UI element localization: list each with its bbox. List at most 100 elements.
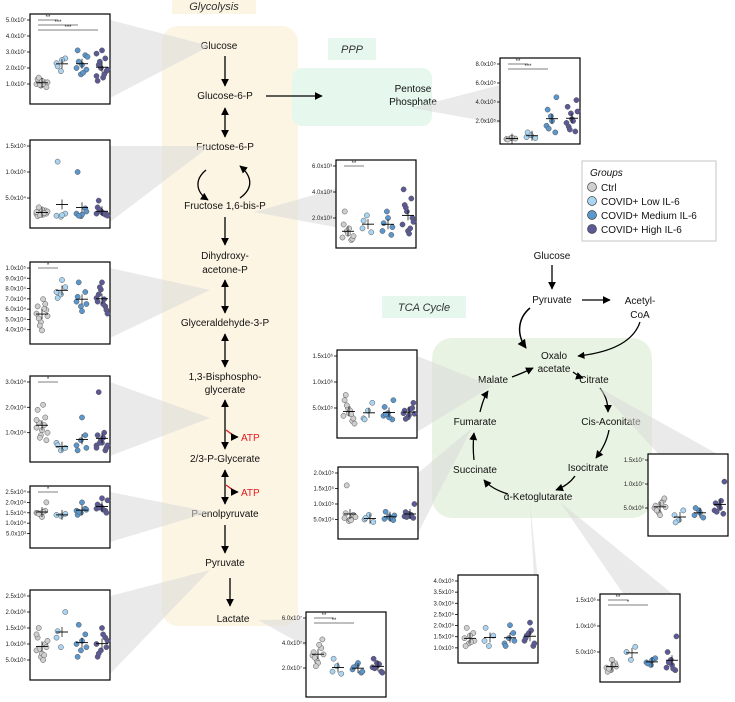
data-point <box>342 510 349 517</box>
data-point <box>78 437 84 444</box>
met-bpg-line1: 1,3-Bisphospho- <box>189 372 262 383</box>
tca-panel <box>432 338 652 518</box>
data-point <box>718 497 724 504</box>
data-point <box>41 305 48 312</box>
scatter-plots: 1.0x10⁷2.0x10⁷3.0x10⁷4.0x10⁷5.0x10⁷*****… <box>5 13 729 698</box>
data-point <box>312 663 319 670</box>
y-tick-label: 4.0x10⁵ <box>433 578 454 585</box>
data-point <box>104 497 111 504</box>
data-point <box>399 221 406 228</box>
data-point <box>94 77 101 84</box>
callout-wedge <box>418 428 472 533</box>
data-point <box>528 627 534 634</box>
data-point <box>574 108 581 115</box>
glycolysis-pathway: Glucose Glucose-6-P Fructose-6-P Fructos… <box>181 41 323 625</box>
data-point <box>99 495 105 502</box>
callout-wedge <box>110 492 210 542</box>
met-pyruvate: Pyruvate <box>205 558 245 569</box>
data-point <box>342 392 349 398</box>
tca-cis-aconitate: Cis-Aconitate <box>581 417 641 428</box>
data-point <box>93 73 100 79</box>
y-tick-label: 1.0x10⁶ <box>6 641 27 648</box>
data-point <box>359 225 366 232</box>
callout-wedge <box>110 268 210 338</box>
data-point <box>101 429 108 436</box>
data-point <box>103 644 110 651</box>
data-point <box>406 230 412 237</box>
data-point <box>43 437 50 444</box>
y-tick-label: 5.0x10⁵ <box>5 657 26 664</box>
ppp-label-bg <box>328 38 376 60</box>
data-point <box>362 515 369 521</box>
y-tick-label: 1.5x10⁶ <box>6 625 27 632</box>
data-point <box>343 482 350 489</box>
y-tick-label: 5.0x10⁴ <box>313 517 334 524</box>
y-tick-label: 5.0x10⁴ <box>5 316 26 323</box>
y-tick-label: 1.0x10⁵ <box>433 645 454 652</box>
data-point <box>573 97 580 103</box>
data-point <box>352 514 359 520</box>
significance-label: * <box>47 487 50 493</box>
data-point <box>700 514 707 521</box>
data-point <box>83 301 90 307</box>
data-point <box>319 636 326 643</box>
data-point <box>95 389 102 395</box>
data-point <box>95 197 102 204</box>
data-point <box>42 301 49 307</box>
data-point <box>75 621 82 628</box>
y-tick-label: 5.0x10⁵ <box>575 649 596 656</box>
data-point <box>482 624 489 631</box>
data-point <box>36 645 43 652</box>
data-point <box>468 639 474 645</box>
data-point <box>99 47 105 54</box>
tca-oxaloacetate-line2: acetate <box>538 364 571 375</box>
data-point <box>402 204 409 211</box>
data-point <box>73 442 80 449</box>
significance-label: ** <box>322 613 327 619</box>
data-point <box>79 308 85 315</box>
data-point <box>34 303 41 310</box>
data-point <box>104 66 111 73</box>
data-point <box>33 631 40 638</box>
data-point <box>664 649 671 655</box>
data-point <box>36 434 43 441</box>
data-point <box>370 655 377 662</box>
ppp-panel <box>292 68 432 126</box>
data-point <box>663 664 670 671</box>
y-tick-label: 8.0x10⁴ <box>5 286 26 293</box>
data-point <box>545 125 552 132</box>
y-tick-label: 2.0x10⁴ <box>5 404 26 411</box>
data-point <box>360 217 367 224</box>
tca-akg: α-Ketoglutarate <box>504 492 573 503</box>
data-point <box>652 502 659 509</box>
data-point <box>692 505 699 511</box>
data-point <box>570 118 576 124</box>
data-point <box>316 641 322 648</box>
legend-title: Groups <box>590 168 623 179</box>
significance-label: ** <box>46 15 51 21</box>
data-point <box>102 55 109 62</box>
data-point <box>632 643 639 650</box>
data-point <box>96 207 103 213</box>
data-point <box>411 501 418 507</box>
y-tick-label: 1.0x10⁷ <box>6 81 26 88</box>
y-tick-label: 2.0x10⁵ <box>433 623 454 630</box>
data-point <box>59 277 65 283</box>
y-tick-label: 1.0x10⁷ <box>624 481 644 488</box>
glycolysis-label-bg <box>172 0 256 14</box>
data-point <box>39 327 45 334</box>
data-point <box>564 103 571 110</box>
y-tick-label: 1.5x10⁵ <box>313 486 334 493</box>
data-point <box>463 624 470 631</box>
significance-label: ** <box>332 618 337 624</box>
data-point <box>75 58 82 65</box>
data-point <box>341 515 348 521</box>
legend-item-medium: COVID+ Medium IL-6 <box>601 211 697 222</box>
data-point <box>350 664 357 671</box>
significance-label: *** <box>524 64 532 70</box>
data-point <box>33 417 40 423</box>
data-point <box>653 507 660 514</box>
